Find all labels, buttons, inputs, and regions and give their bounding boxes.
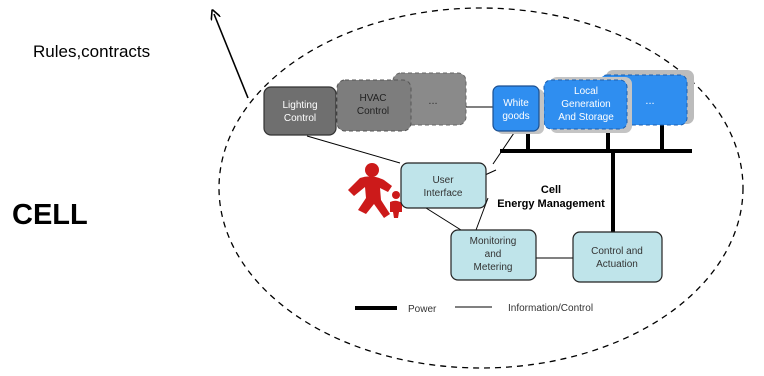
lighting-control-box[interactable] <box>263 86 337 136</box>
user-interface-label: User <box>432 175 454 186</box>
user-interface-box[interactable] <box>400 162 487 209</box>
ellipsis-blue-label: ... <box>645 95 654 107</box>
power-lines <box>500 123 692 232</box>
legend: Power Information/Control <box>355 303 593 315</box>
cell-energy-label: Cell <box>541 184 561 196</box>
control-actuation-label-2: Actuation <box>596 259 638 270</box>
monitoring-metering-label-3: Metering <box>474 262 513 273</box>
legend-info-label: Information/Control <box>508 303 593 314</box>
white-goods-box[interactable] <box>492 85 540 132</box>
local-generation-label: Local <box>574 86 598 97</box>
monitoring-metering-box[interactable] <box>450 229 537 281</box>
user-interface-label-2: Interface <box>424 188 463 199</box>
control-actuation-label: Control and <box>591 246 643 257</box>
ellipsis-gray-label: ... <box>428 95 437 107</box>
hvac-control-box[interactable] <box>336 79 412 132</box>
person-with-child-icon <box>348 163 402 218</box>
white-goods-label-2: goods <box>502 111 529 122</box>
cell-label: CELL <box>12 199 88 231</box>
local-generation-label-2: Generation <box>561 99 610 110</box>
rules-arrow <box>214 14 249 99</box>
control-actuation-box[interactable] <box>572 231 663 283</box>
lighting-control-label: Lighting <box>282 100 317 111</box>
rules-contracts-label: Rules,contracts <box>33 42 150 61</box>
white-goods-label: White <box>503 98 529 109</box>
hvac-control-label-2: Control <box>357 106 389 117</box>
local-generation-label-3: And Storage <box>558 112 614 123</box>
hvac-control-label: HVAC <box>359 93 386 104</box>
lighting-control-label-2: Control <box>284 113 316 124</box>
monitoring-metering-label-2: and <box>485 249 502 260</box>
local-generation-box[interactable] <box>543 79 628 130</box>
legend-power-label: Power <box>408 304 437 315</box>
cell-energy-label-2: Energy Management <box>497 198 605 210</box>
cell-boundary <box>218 7 744 369</box>
monitoring-metering-label: Monitoring <box>470 236 517 247</box>
